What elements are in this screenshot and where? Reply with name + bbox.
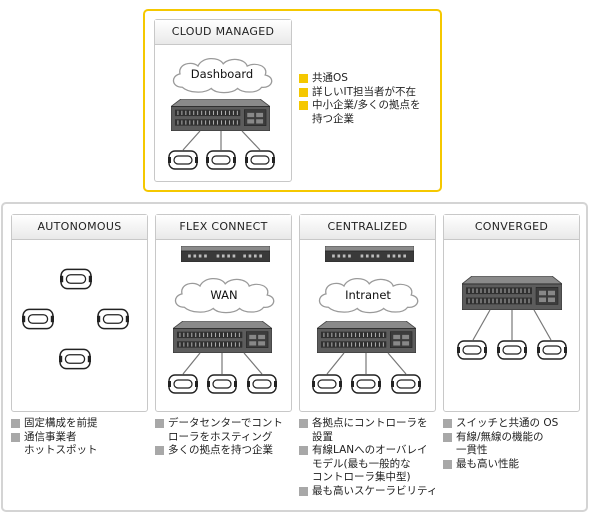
bullet-text: 有線/無線の機能の: [456, 430, 544, 443]
bullet-item: ローラをホスティング: [155, 431, 283, 445]
panel-title-converged: CONVERGED: [444, 215, 579, 240]
bullet-text: モデル(最も一般的な: [312, 457, 411, 470]
bullet-text: 各拠点にコントローラを: [312, 417, 428, 429]
bullet-item: 固定構成を前提: [11, 417, 98, 431]
square-bullet-icon: [299, 446, 308, 455]
bullet-text: 共通OS: [312, 72, 348, 84]
bullet-item: 最も高い性能: [443, 458, 558, 472]
square-bullet-icon: [443, 459, 452, 469]
flex-connect-diagram: [168, 246, 277, 394]
cloud-managed-diagram: [168, 57, 275, 170]
square-bullet-icon: [299, 74, 308, 83]
bullet-text: スイッチと共通の OS: [456, 417, 559, 429]
square-bullet-icon: [155, 419, 164, 428]
controller-icon: [181, 246, 270, 262]
square-bullet-icon: [11, 432, 20, 442]
bullet-item: 持つ企業: [299, 113, 421, 127]
square-bullet-icon: [299, 101, 308, 110]
switch-icon: [317, 321, 416, 353]
flex-connect-bullets: データセンターでコント ローラをホスティング 多くの拠点を持つ企業: [155, 417, 283, 458]
square-bullet-icon: [11, 419, 20, 428]
bullet-item: 一貫性: [443, 444, 558, 458]
bullet-item: ホットスポット: [11, 444, 98, 458]
access-point-icon: [391, 374, 421, 394]
switch-icon: [173, 321, 272, 353]
converged-diagram: [457, 276, 567, 360]
converged-bullets: スイッチと共通の OS 有線/無線の機能の 一貫性 最も高い性能: [443, 417, 558, 471]
panel-title-centralized: CENTRALIZED: [300, 215, 435, 240]
bullet-text: 最も高いスケーラビリティ: [312, 484, 438, 497]
autonomous-diagram: [22, 268, 129, 370]
bullet-item: 設置: [299, 431, 437, 445]
bullet-text: 通信事業者: [24, 430, 77, 443]
bullet-item: 有線/無線の機能の: [443, 431, 558, 445]
access-point-icon: [59, 348, 91, 370]
bullet-item: スイッチと共通の OS: [443, 417, 558, 431]
square-bullet-icon: [299, 419, 308, 428]
square-bullet-icon: [299, 87, 308, 97]
bullet-item: モデル(最も一般的な: [299, 458, 437, 472]
bullet-text: 詳しいIT担当者が不在: [312, 85, 417, 98]
bullet-item: 多くの拠点を持つ企業: [155, 444, 283, 458]
controller-icon: [325, 246, 414, 262]
bullet-text: 中小企業/多くの拠点を: [312, 99, 421, 111]
bullet-text: データセンターでコント: [168, 417, 283, 429]
cloud-managed-bullets: 共通OS 詳しいIT担当者が不在 中小企業/多くの拠点を 持つ企業: [299, 72, 421, 126]
bullet-item: データセンターでコント: [155, 417, 283, 431]
bullet-text: 最も高い性能: [456, 457, 519, 470]
bullet-text: 有線LANへのオーバレイ: [312, 444, 428, 456]
bullet-item: 共通OS: [299, 72, 421, 86]
panel-title-cloud-managed: CLOUD MANAGED: [155, 20, 291, 45]
bullet-item: 各拠点にコントローラを: [299, 417, 437, 431]
bullet-item: 有線LANへのオーバレイ: [299, 444, 437, 458]
access-point-icon: [457, 340, 487, 360]
switch-icon: [462, 276, 562, 310]
access-point-icon: [245, 150, 275, 170]
access-point-icon: [168, 374, 198, 394]
access-point-icon: [497, 340, 527, 360]
access-point-icon: [312, 374, 342, 394]
deployment-models-frame: [1, 202, 588, 512]
access-point-icon: [168, 150, 198, 170]
access-point-icon: [207, 374, 237, 394]
square-bullet-icon: [299, 486, 308, 496]
bullet-text: 多くの拠点を持つ企業: [168, 444, 273, 456]
access-point-icon: [22, 308, 54, 330]
bullet-text: 固定構成を前提: [24, 417, 98, 429]
bullet-text: ローラをホスティング: [168, 430, 273, 443]
access-point-icon: [60, 268, 92, 290]
bullet-text: 一貫性: [456, 444, 488, 456]
centralized-diagram: [312, 246, 421, 394]
access-point-icon: [97, 308, 129, 330]
cloud-label-dashboard: Dashboard: [190, 67, 254, 81]
square-bullet-icon: [155, 446, 164, 455]
panel-title-flex-connect: FLEX CONNECT: [156, 215, 291, 240]
switch-icon: [171, 99, 270, 131]
bullet-text: コントローラ集中型): [312, 471, 411, 483]
cloud-label-intranet: Intranet: [345, 288, 391, 302]
bullet-item: 詳しいIT担当者が不在: [299, 86, 421, 100]
access-point-icon: [247, 374, 277, 394]
square-bullet-icon: [443, 419, 452, 428]
bullet-item: 中小企業/多くの拠点を: [299, 99, 421, 113]
square-bullet-icon: [443, 432, 452, 442]
bullet-item: 最も高いスケーラビリティ: [299, 485, 437, 499]
cloud-label-wan: WAN: [210, 288, 238, 302]
autonomous-bullets: 固定構成を前提 通信事業者 ホットスポット: [11, 417, 98, 458]
bullet-item: 通信事業者: [11, 431, 98, 445]
panel-title-autonomous: AUTONOMOUS: [12, 215, 147, 240]
centralized-bullets: 各拠点にコントローラを 設置 有線LANへのオーバレイ モデル(最も一般的な コ…: [299, 417, 437, 498]
access-point-icon: [351, 374, 381, 394]
bullet-text: 持つ企業: [312, 112, 354, 125]
bullet-item: コントローラ集中型): [299, 471, 437, 485]
access-point-icon: [206, 150, 236, 170]
access-point-icon: [537, 340, 567, 360]
bullet-text: 設置: [312, 430, 333, 443]
bullet-text: ホットスポット: [24, 444, 98, 456]
